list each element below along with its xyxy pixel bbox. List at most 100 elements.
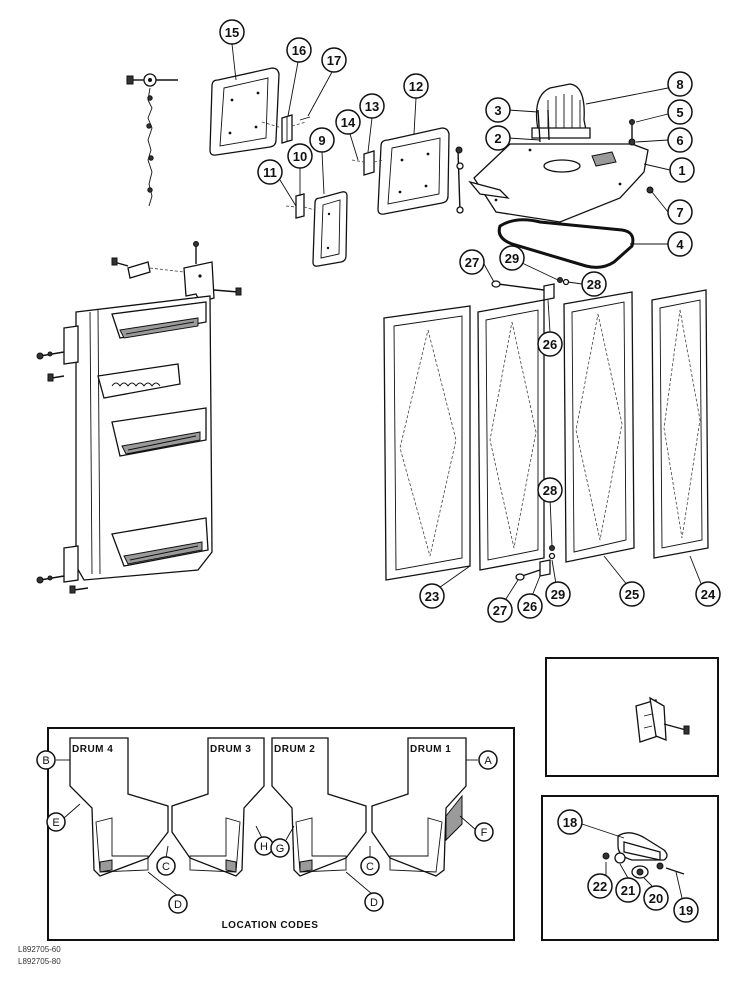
callout-19: 19: [673, 897, 699, 923]
callout-6: 6: [667, 127, 693, 153]
callout-23: 23: [419, 583, 445, 609]
location-D-left-label: D: [174, 899, 182, 911]
gasket-4: [497, 218, 635, 269]
location-H: H: [254, 836, 274, 856]
callout-10-label: 10: [293, 149, 307, 164]
location-codes-panel: DRUM 4 DRUM 3 DRUM 2 DRUM 1 B E A F H G …: [36, 727, 515, 941]
location-G-label: G: [276, 843, 285, 855]
screen-panel-24: [651, 289, 709, 559]
callout-28-top-label: 28: [587, 277, 601, 292]
drum-4-label: DRUM 4: [72, 744, 113, 755]
callout-13-label: 13: [365, 99, 379, 114]
callout-21-label: 21: [621, 883, 635, 898]
callout-4-label: 4: [676, 237, 684, 252]
callout-29-top: 29: [499, 245, 525, 271]
drum-1-label: DRUM 1: [410, 744, 451, 755]
location-E: E: [46, 812, 66, 832]
callout-21: 21: [615, 877, 641, 903]
callout-27-bottom-label: 27: [493, 603, 507, 618]
location-D-right: D: [364, 892, 384, 912]
callout-14-label: 14: [341, 115, 356, 130]
callout-29-bottom-label: 29: [551, 587, 565, 602]
top-assembly: [126, 67, 654, 269]
callout-8: 8: [667, 71, 693, 97]
callout-9-label: 9: [318, 133, 325, 148]
location-G: G: [270, 838, 290, 858]
drum-3-label: DRUM 3: [210, 744, 251, 755]
callout-26-top: 26: [537, 331, 563, 357]
callout-27-bottom: 27: [487, 597, 513, 623]
leader-lines: [231, 43, 703, 603]
callout-3-label: 3: [494, 103, 501, 118]
location-F: F: [474, 822, 494, 842]
detail-box-bracket: [545, 657, 719, 777]
callout-11-label: 11: [263, 165, 277, 180]
screen-panel-middle: [477, 299, 545, 571]
callout-5: 5: [667, 99, 693, 125]
door-panel-9: [312, 191, 348, 267]
location-D-left: D: [168, 894, 188, 914]
figure-code-2: L892705-80: [18, 957, 61, 966]
callout-4: 4: [667, 231, 693, 257]
drum-housing-assembly: [36, 241, 242, 594]
callout-26-top-label: 26: [543, 337, 557, 352]
figure-code-1: L892705-60: [18, 945, 61, 954]
callout-28-bottom: 28: [537, 477, 563, 503]
callout-12: 12: [403, 73, 429, 99]
callout-28-top: 28: [581, 271, 607, 297]
callout-3: 3: [485, 97, 511, 123]
callout-17: 17: [321, 47, 347, 73]
callout-1: 1: [669, 157, 695, 183]
callout-22: 22: [587, 873, 613, 899]
location-C-right: C: [360, 856, 380, 876]
callout-2: 2: [485, 125, 511, 151]
callout-13: 13: [359, 93, 385, 119]
callout-18: 18: [557, 809, 583, 835]
callout-15: 15: [219, 19, 245, 45]
callout-26-bottom-label: 26: [523, 599, 537, 614]
callout-11: 11: [257, 159, 283, 185]
callout-24: 24: [695, 581, 721, 607]
screen-panels: [383, 277, 709, 581]
callout-24-label: 24: [701, 587, 716, 602]
location-B: B: [36, 750, 56, 770]
callout-20-label: 20: [649, 891, 663, 906]
door-panel-15: [209, 67, 280, 156]
callout-27-top-label: 27: [465, 255, 479, 270]
callout-29-bottom: 29: [545, 581, 571, 607]
mounting-plate-1: [473, 143, 649, 223]
callout-26-bottom: 26: [517, 593, 543, 619]
screen-panel-25: [563, 291, 635, 563]
callout-27-top: 27: [459, 249, 485, 275]
callout-28-bottom-label: 28: [543, 483, 557, 498]
location-E-label: E: [52, 817, 59, 829]
callout-18-label: 18: [563, 815, 577, 830]
location-A-label: A: [484, 755, 492, 767]
callout-7-label: 7: [676, 205, 683, 220]
callout-25-label: 25: [625, 587, 639, 602]
callout-8-label: 8: [676, 77, 683, 92]
location-codes-title: LOCATION CODES: [222, 920, 319, 931]
callout-14: 14: [335, 109, 361, 135]
callout-22-label: 22: [593, 879, 607, 894]
door-panel-12: [377, 127, 450, 215]
callout-1-label: 1: [678, 163, 685, 178]
callout-17-label: 17: [327, 53, 341, 68]
part-callouts: 15 16 17 12 13 14 9 10 11 8 3 5 2 6 1 7 …: [219, 19, 721, 623]
callout-6-label: 6: [676, 133, 683, 148]
location-F-label: F: [481, 827, 488, 839]
location-D-right-label: D: [370, 897, 378, 909]
location-H-label: H: [260, 841, 268, 853]
location-A: A: [478, 750, 498, 770]
callout-20: 20: [643, 885, 669, 911]
location-C-left-label: C: [162, 861, 170, 873]
callout-9: 9: [309, 127, 335, 153]
callout-23-label: 23: [425, 589, 439, 604]
location-C-left: C: [156, 856, 176, 876]
drum-2-label: DRUM 2: [274, 744, 315, 755]
location-B-label: B: [42, 755, 49, 767]
latch-rod-assembly: [126, 73, 178, 207]
callout-10: 10: [287, 143, 313, 169]
callout-7: 7: [667, 199, 693, 225]
